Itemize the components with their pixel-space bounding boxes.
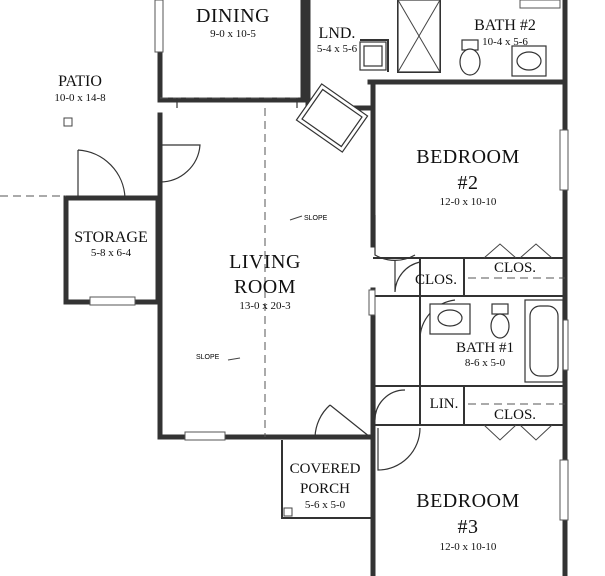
- dining-label: DINING: [196, 5, 270, 27]
- bedroom2-dims: 12-0 x 10-10: [440, 196, 497, 208]
- patio-dims: 10-0 x 14-8: [54, 92, 106, 104]
- bedroom3-number: #3: [458, 516, 479, 538]
- living-dims: 13-0 x 20-3: [239, 300, 291, 312]
- slope-note-lower: SLOPE: [196, 354, 220, 361]
- porch-dims: 5-6 x 5-0: [305, 499, 346, 511]
- bedroom3-label: BEDROOM: [416, 490, 520, 512]
- closet3-label: CLOS.: [494, 407, 536, 423]
- bedroom2-number: #2: [458, 172, 479, 194]
- linen-label: LIN.: [430, 396, 459, 412]
- patio-label: PATIO: [58, 73, 102, 90]
- slope-note-upper: SLOPE: [304, 215, 328, 222]
- bedroom2-label: BEDROOM: [416, 146, 520, 168]
- dining-dims: 9-0 x 10-5: [210, 28, 256, 40]
- doors: [77, 98, 456, 471]
- porch-label-line2: PORCH: [300, 481, 350, 497]
- closet1-label: CLOS.: [415, 272, 457, 288]
- laundry-dims: 5-4 x 5-6: [317, 43, 358, 55]
- closet2-label: CLOS.: [494, 260, 536, 276]
- bedroom3-dims: 12-0 x 10-10: [440, 541, 497, 553]
- laundry-label: LND.: [319, 25, 356, 42]
- bath2-dims: 10-4 x 5-6: [482, 36, 528, 48]
- living-label-line2: ROOM: [234, 276, 296, 298]
- living-label: LIVING: [229, 251, 301, 273]
- bath2-label: BATH #2: [474, 17, 536, 34]
- porch-label: COVERED: [290, 461, 361, 477]
- windows: [89, 0, 569, 521]
- bath1-label: BATH #1: [456, 340, 514, 356]
- fixtures: [63, 0, 564, 517]
- bath1-dims: 8-6 x 5-0: [465, 357, 506, 369]
- slope-arrows: [227, 215, 303, 361]
- storage-dims: 5-8 x 6-4: [91, 247, 132, 259]
- closet-doors: [483, 243, 553, 441]
- dashed-lines: [0, 97, 565, 437]
- storage-label: STORAGE: [74, 229, 148, 246]
